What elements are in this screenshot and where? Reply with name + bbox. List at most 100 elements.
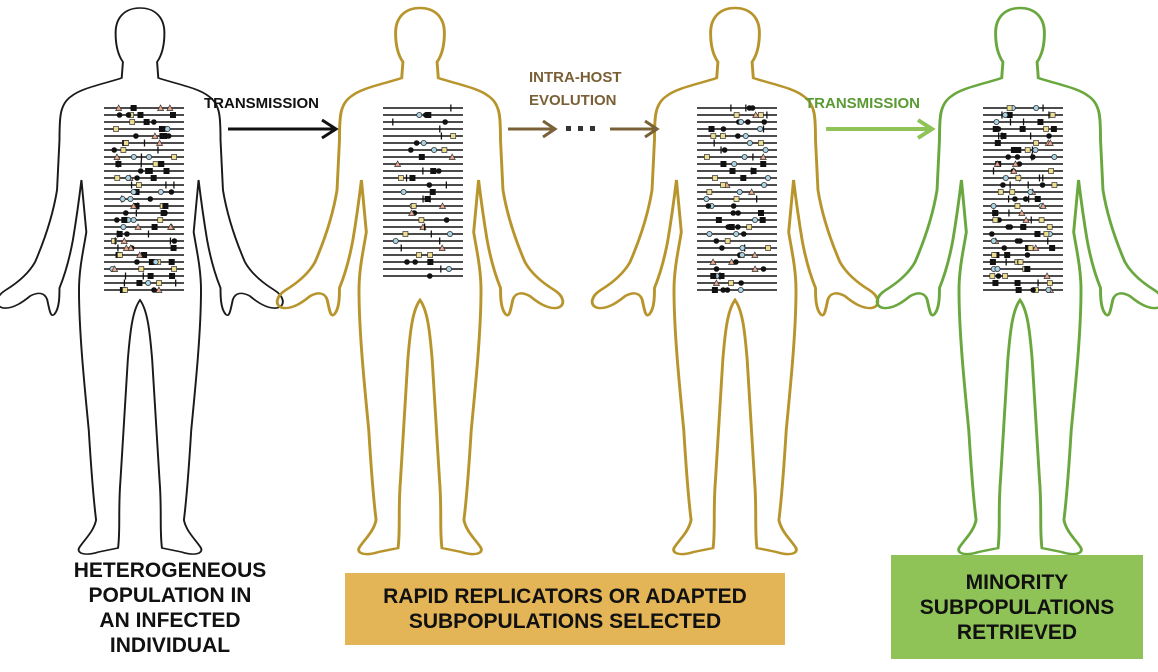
mutation-dot-marker (1020, 224, 1026, 230)
mutation-square-marker (758, 113, 763, 118)
mutation-circle-marker (747, 140, 752, 145)
mutation-dot-marker (722, 147, 728, 153)
mutation-circle-marker (146, 154, 151, 159)
mutation-circle-marker (704, 196, 709, 201)
mutation-dot-marker (735, 210, 741, 216)
mutation-dot-marker (151, 119, 157, 125)
mutation-dark-square-marker (409, 175, 415, 181)
mutation-dot-marker (735, 133, 741, 139)
mutation-dot-marker (423, 112, 429, 118)
mutation-square-marker (158, 218, 163, 223)
mutation-dark-square-marker (1035, 196, 1041, 202)
mutation-square-marker (1010, 190, 1015, 195)
mutation-dot-marker (730, 210, 736, 216)
mutation-dark-square-marker (990, 259, 996, 265)
mutation-dot-marker (134, 259, 140, 265)
evolution-label-line1: INTRA-HOST (529, 69, 622, 86)
mutation-dark-square-marker (148, 273, 154, 279)
mutation-dot-marker (151, 287, 157, 293)
mutation-dot-marker (138, 168, 144, 174)
ellipsis-dot (578, 126, 583, 131)
mutation-square-marker (1007, 106, 1012, 111)
mutation-circle-marker (146, 280, 151, 285)
evolution-arrow: INTRA-HOST EVOLUTION (508, 69, 657, 137)
mutation-circle-marker (1003, 175, 1008, 180)
mutation-dark-square-marker (152, 224, 158, 230)
mutation-square-marker (411, 204, 416, 209)
mutation-circle-marker (738, 119, 743, 124)
host-figure-3 (592, 8, 878, 554)
mutation-circle-marker (752, 217, 757, 222)
mutation-circle-marker (762, 182, 767, 187)
mutation-dark-square-marker (712, 287, 718, 293)
mutation-dot-marker (721, 126, 727, 132)
mutation-square-marker (442, 148, 447, 153)
mutation-dark-square-marker (729, 168, 735, 174)
mutation-dot-marker (444, 217, 450, 223)
mutation-dark-square-marker (710, 273, 716, 279)
mutation-dot-marker (404, 259, 410, 265)
mutation-dark-square-marker (716, 217, 722, 223)
mutation-circle-marker (742, 154, 747, 159)
mutation-square-marker (1018, 260, 1023, 265)
mutation-dot-marker (117, 112, 123, 118)
mutation-square-marker (720, 134, 725, 139)
caption-line: RETRIEVED (891, 620, 1143, 645)
ellipsis-dot (590, 126, 595, 131)
mutation-square-marker (721, 183, 726, 188)
caption-line: SUBPOPULATIONS (891, 595, 1143, 620)
mutation-dark-square-marker (1011, 147, 1017, 153)
mutation-square-marker (1049, 169, 1054, 174)
mutation-dark-square-marker (161, 133, 167, 139)
mutation-square-marker (139, 267, 144, 272)
mutation-circle-marker (991, 238, 996, 243)
mutation-dot-marker (761, 119, 767, 125)
mutation-square-marker (1025, 148, 1030, 153)
mutation-dark-square-marker (758, 210, 764, 216)
mutation-square-marker (992, 253, 997, 258)
mutation-dot-marker (1040, 182, 1046, 188)
mutation-dark-square-marker (760, 217, 766, 223)
mutation-circle-marker (757, 126, 762, 131)
mutation-circle-marker (765, 175, 770, 180)
mutation-circle-marker (126, 175, 131, 180)
transmission-label-2: TRANSMISSION (805, 95, 920, 112)
mutation-dot-marker (414, 140, 420, 146)
mutation-square-marker (419, 218, 424, 223)
mutation-circle-marker (738, 287, 743, 292)
mutation-square-marker (725, 239, 730, 244)
mutation-dot-marker (1025, 252, 1031, 258)
mutation-dot-marker (1046, 133, 1052, 139)
mutation-dark-square-marker (720, 161, 726, 167)
mutation-circle-marker (131, 189, 136, 194)
mutation-square-marker (704, 155, 709, 160)
mutation-square-marker (172, 267, 177, 272)
mutation-dark-square-marker (1024, 266, 1030, 272)
mutation-square-marker (1015, 204, 1020, 209)
mutation-square-marker (1050, 113, 1055, 118)
mutation-square-marker (729, 281, 734, 286)
mutation-dark-square-marker (430, 189, 436, 195)
mutation-square-marker (122, 288, 127, 293)
mutation-square-marker (758, 141, 763, 146)
mutation-circle-marker (734, 231, 739, 236)
mutation-square-marker (707, 190, 712, 195)
mutation-dark-square-marker (117, 231, 123, 237)
mutation-square-marker (734, 197, 739, 202)
mutation-square-marker (990, 274, 995, 279)
mutation-circle-marker (131, 154, 136, 159)
mutation-dark-square-marker (1037, 119, 1043, 125)
heterogeneous-caption: HETEROGENEOUS POPULATION IN AN INFECTED … (20, 558, 320, 658)
mutation-square-marker (712, 176, 717, 181)
mutation-circle-marker (732, 161, 737, 166)
mutation-dot-marker (706, 203, 712, 209)
mutation-dot-marker (408, 147, 414, 153)
mutation-dot-marker (714, 238, 720, 244)
mutation-square-marker (1028, 246, 1033, 251)
mutation-square-marker (416, 253, 421, 258)
mutation-square-marker (136, 183, 141, 188)
mutation-dark-square-marker (740, 175, 746, 181)
mutation-circle-marker (431, 147, 436, 152)
mutation-square-marker (1039, 218, 1044, 223)
mutation-dark-square-marker (161, 210, 167, 216)
